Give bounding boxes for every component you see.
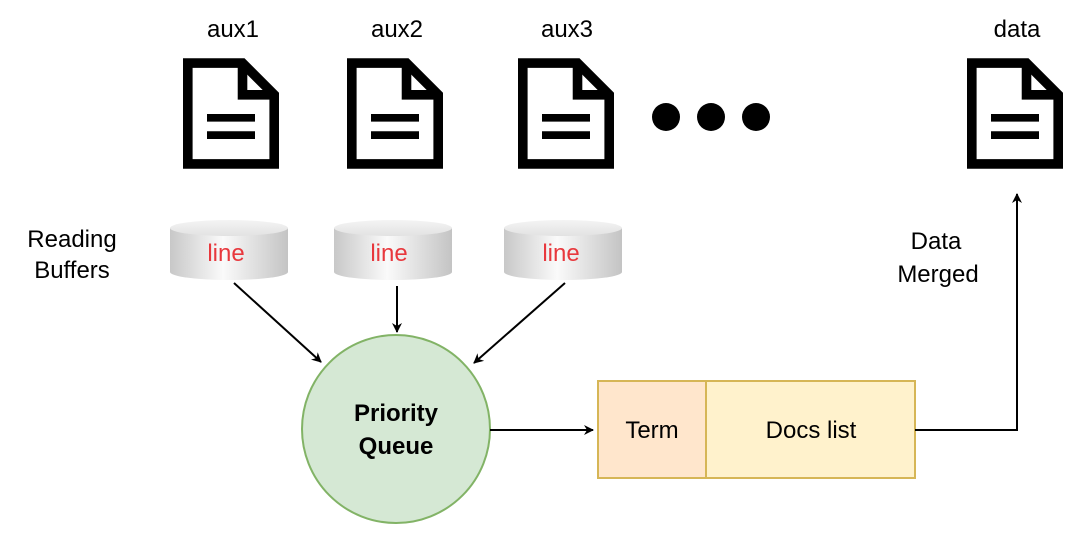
file-label-aux2: aux2 xyxy=(371,16,423,43)
reading-buffers-label-line1: Reading xyxy=(27,226,116,253)
reading-buffers-label-line2: Buffers xyxy=(34,257,110,284)
buffer-cylinder-1: line xyxy=(170,220,288,280)
buffer-label: line xyxy=(542,240,579,267)
priority-queue-node xyxy=(301,334,491,524)
docs-list-cell xyxy=(705,380,916,479)
file-label-aux3: aux3 xyxy=(541,16,593,43)
docs-list-label: Docs list xyxy=(766,417,857,444)
priority-queue-label-line2: Queue xyxy=(359,433,434,460)
buffer-label: line xyxy=(370,240,407,267)
arrow-buffer3-to-queue xyxy=(473,282,566,364)
document-icon xyxy=(972,63,1058,164)
file-label-data: data xyxy=(994,16,1041,43)
arrow-buffer1-to-queue xyxy=(233,282,322,363)
buffer-cylinder-3: line xyxy=(504,220,622,280)
file-label-aux1: aux1 xyxy=(207,16,259,43)
data-merged-label-line1: Data xyxy=(911,228,962,255)
term-cell xyxy=(597,380,707,479)
buffer-cylinder-2: line xyxy=(334,220,452,280)
ellipsis-icon xyxy=(652,103,770,131)
document-icon xyxy=(352,63,438,164)
term-label: Term xyxy=(625,417,678,444)
arrow-record-to-data xyxy=(915,193,1022,431)
data-merged-label-line2: Merged xyxy=(897,261,978,288)
priority-queue-label-line1: Priority xyxy=(354,400,439,427)
document-icon xyxy=(523,63,609,164)
document-icon xyxy=(188,63,274,164)
buffer-label: line xyxy=(207,240,244,267)
